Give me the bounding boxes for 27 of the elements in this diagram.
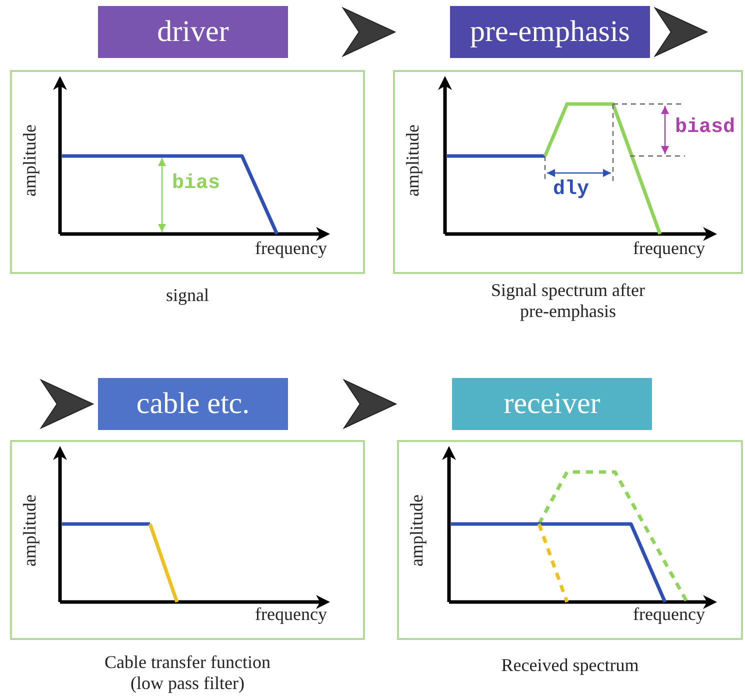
axis-label: amplitude <box>20 124 40 196</box>
plot-label: Cable transfer function (low pass filter) <box>104 652 272 694</box>
axis-label: frequency <box>633 238 705 259</box>
chevron-arrow <box>654 6 708 58</box>
axis-label: frequency <box>255 604 327 625</box>
stage-label: driver <box>98 6 288 58</box>
axis-label: frequency <box>633 604 705 625</box>
plot-panel <box>10 70 365 274</box>
chevron-arrow <box>342 6 396 58</box>
plot-panel <box>393 70 743 274</box>
stage-label: cable etc. <box>98 378 288 430</box>
plot-label: signal <box>165 285 210 306</box>
dimension-label: biasd <box>675 116 736 139</box>
axis-label: amplitude <box>406 494 428 566</box>
axis-label: frequency <box>255 238 327 259</box>
dimension-label: dly <box>553 178 590 201</box>
chevron-arrow <box>342 378 398 430</box>
plot-label: Received spectrum <box>500 655 640 676</box>
stage-label: pre-emphasis <box>450 6 650 58</box>
axis-label: amplitude <box>402 124 424 196</box>
axis-label: amplitude <box>20 494 40 566</box>
plot-label: Signal spectrum after pre-emphasis <box>490 280 646 322</box>
chevron-arrow <box>40 378 94 430</box>
plot-panel <box>397 440 743 640</box>
dimension-label: bias <box>172 172 220 195</box>
plot-panel <box>10 440 365 640</box>
stage-label: receiver <box>452 378 652 430</box>
